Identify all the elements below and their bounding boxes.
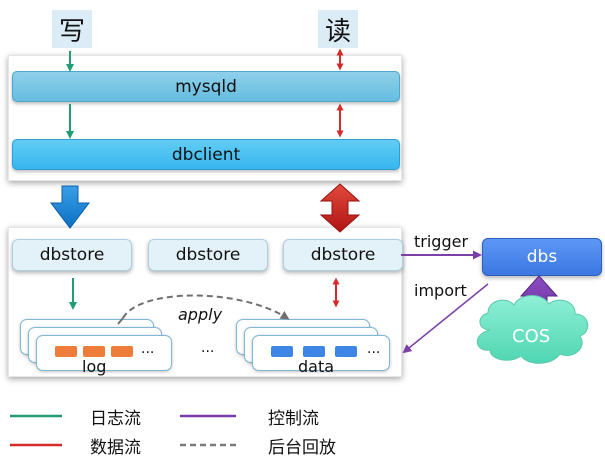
data-block-1	[271, 346, 293, 357]
legend-log-flow: 日志流	[90, 409, 141, 429]
legend-data-flow: 数据流	[90, 438, 141, 458]
read-label: 读	[318, 10, 358, 48]
middle-ellipsis: ...	[201, 340, 215, 356]
data-ellipsis: ...	[367, 341, 381, 357]
legend-control-flow: 控制流	[268, 409, 319, 429]
big-blue-down-arrow	[49, 185, 91, 229]
import-control-arrow	[402, 283, 489, 354]
log-ellipsis: ...	[141, 341, 155, 357]
log-file-card-front: ...	[36, 335, 172, 371]
dbstore-node-1: dbstore	[12, 239, 132, 271]
data-file-card-front: ...	[252, 335, 390, 371]
apply-dashed-arrow	[122, 294, 290, 320]
mysqld-bar: mysqld	[12, 71, 400, 102]
legend-background-replay: 后台回放	[268, 438, 336, 458]
trigger-label: trigger	[414, 232, 469, 251]
dbstore-node-2: dbstore	[148, 239, 268, 271]
data-block-3	[335, 346, 357, 357]
log-block-1	[55, 346, 77, 357]
data-block-2	[303, 346, 325, 357]
dbs-node: dbs	[482, 238, 602, 276]
dbclient-bar: dbclient	[12, 139, 400, 170]
cos-label: COS	[512, 326, 551, 347]
write-label: 写	[52, 10, 92, 48]
log-block-2	[83, 346, 105, 357]
data-label: data	[298, 357, 335, 376]
cos-cloud-icon	[476, 295, 589, 364]
apply-dashed-arrow-tail	[117, 317, 124, 325]
dbstore-node-3: dbstore	[283, 239, 403, 271]
apply-label: apply	[178, 305, 223, 324]
log-block-3	[111, 346, 133, 357]
big-red-double-arrow	[319, 183, 361, 233]
log-label: log	[82, 357, 107, 376]
import-label: import	[414, 281, 467, 300]
